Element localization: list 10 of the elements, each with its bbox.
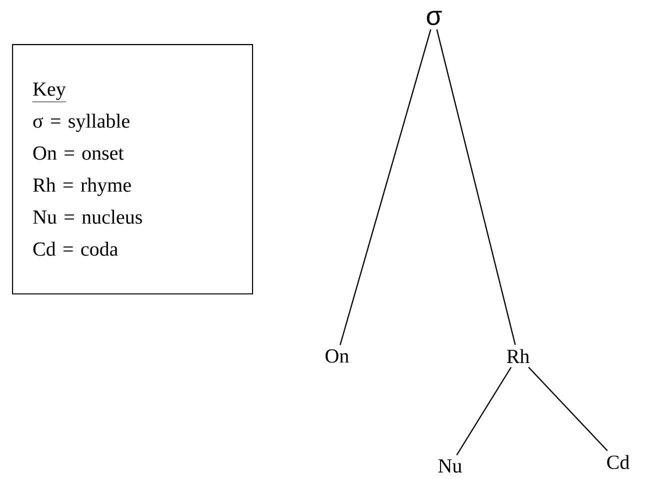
branch-line — [340, 29, 432, 346]
branch-line — [456, 366, 512, 456]
tree-label: σ — [426, 10, 442, 26]
tree-label: Cd — [607, 454, 630, 470]
tree-label: Rh — [506, 349, 530, 363]
tree-label: On — [326, 349, 349, 363]
branch-line — [436, 29, 516, 345]
branch-line — [528, 366, 608, 452]
tree-label: Nu — [438, 459, 462, 473]
key-box: Key σ = syllable On = onset Rh = rhyme Nu = nucleus Cd = coda — [12, 44, 254, 294]
